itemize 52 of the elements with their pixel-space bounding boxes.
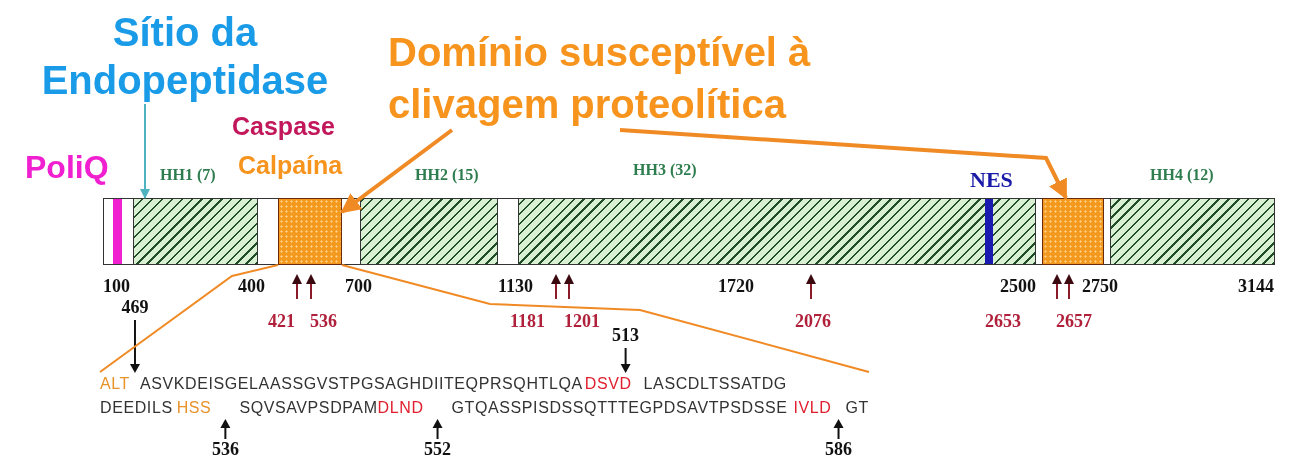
sequence-text: HSS — [176, 398, 212, 418]
title-text: Sítio da Endopeptidase — [5, 8, 365, 104]
hatched-domain — [518, 198, 1036, 265]
domain-label: HH3 (32) — [633, 161, 697, 179]
arrow — [340, 128, 454, 214]
sequence-text: IVLD — [793, 398, 832, 418]
cleavage-site-number: 421 — [268, 312, 295, 332]
sequence-text: GT — [845, 398, 869, 418]
cleavage-site-number: 2076 — [795, 312, 831, 332]
arrow — [619, 128, 1068, 200]
residue-number: 2750 — [1082, 277, 1118, 297]
cleavage-domain-box — [1042, 198, 1104, 265]
cleavage-site-number: 2657 — [1056, 312, 1092, 332]
residue-number: 1130 — [498, 277, 533, 297]
residue-number: 2500 — [1000, 277, 1036, 297]
sequence-text: DEEDILS — [100, 398, 173, 418]
signal-label: NES — [970, 168, 1013, 193]
residue-number: 469 — [121, 298, 149, 318]
sequence-text: ASVKDEISGELAASSGVSTPGSAGHDIITEQPRSQHTLQA — [139, 374, 583, 394]
sequence-text: SQVSAVPSDPAM — [239, 398, 378, 418]
residue-number: 3144 — [1238, 277, 1274, 297]
sequence-text: LASCDLTSSATDG — [643, 374, 787, 394]
cleavage-site-number: 1181 — [510, 312, 545, 332]
cleavage-site-number: 2653 — [985, 312, 1021, 332]
sequence-text: DSVD — [584, 374, 632, 394]
arrow — [140, 103, 150, 199]
sequence-text: DLND — [377, 398, 424, 418]
domain-label: HH4 (12) — [1150, 166, 1214, 184]
residue-number: 586 — [825, 440, 853, 460]
hatched-domain — [1110, 198, 1275, 265]
title-text: Domínio susceptível à clivagem proteolítica — [388, 26, 918, 130]
residue-number: 1720 — [718, 277, 754, 297]
region-label: PoliQ — [25, 150, 109, 186]
zoom-line — [99, 264, 279, 373]
cleavage-site-number: 1201 — [564, 312, 600, 332]
residue-number: 400 — [238, 277, 265, 297]
residue-number: 513 — [612, 326, 640, 346]
residue-number: 700 — [345, 277, 372, 297]
cleavage-domain-box — [278, 198, 342, 265]
sequence-text: GTQASSPISDSSQTTTEGPDSAVTPSDSSE — [451, 398, 788, 418]
sequence-text: ALT — [100, 374, 130, 394]
residue-number: 552 — [424, 440, 452, 460]
residue-number: 100 — [103, 277, 130, 297]
hatched-domain — [360, 198, 498, 265]
residue-number: 536 — [211, 440, 239, 460]
zoom-line — [341, 264, 870, 373]
cleavage-site-number: 536 — [310, 312, 337, 332]
domain-label: HH1 (7) — [160, 166, 216, 184]
domain-label: HH2 (15) — [415, 166, 479, 184]
enzyme-label: Calpaína — [238, 152, 343, 180]
hatched-domain — [133, 198, 258, 265]
enzyme-label: Caspase — [232, 113, 335, 141]
